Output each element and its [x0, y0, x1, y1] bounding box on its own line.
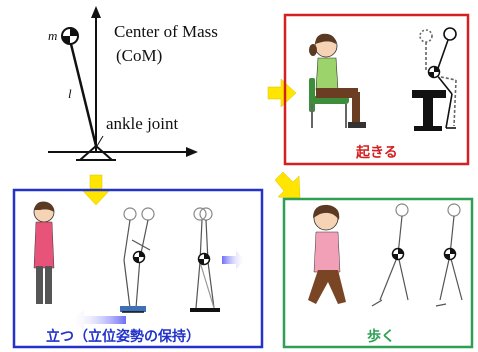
walk-panel-frame — [282, 197, 474, 349]
stand-com-symbol-2-icon — [197, 252, 211, 266]
shift-arrow-left-icon — [70, 310, 126, 330]
ankle-pointer — [96, 135, 104, 147]
com-label-line1: Center of Mass — [114, 22, 218, 41]
stand-com-symbol-1-icon — [132, 250, 146, 264]
sit-up-caption: 起きる — [356, 145, 398, 161]
stand-stick-figure-2 — [193, 207, 215, 309]
ground-bar-2 — [190, 308, 220, 312]
arrow-to-walk-icon — [274, 171, 301, 199]
stand-panel-frame — [12, 188, 264, 349]
walk-stick-figure-2 — [435, 203, 463, 307]
push-arrow-right-icon — [222, 251, 246, 269]
horizontal-axis-arrowhead — [186, 147, 198, 157]
sit-up-stick-figure — [419, 27, 457, 129]
sitting-woman-illustration — [309, 33, 366, 128]
walking-woman-illustration — [308, 204, 346, 304]
length-label: l — [68, 86, 72, 101]
com-label-line2: (CoM) — [116, 46, 163, 65]
mass-label: m — [48, 28, 58, 43]
walk-com-symbol-2-icon — [443, 247, 457, 261]
stand-caption: 立つ（立位姿勢の保持） — [46, 329, 200, 345]
sit-up-panel-frame — [283, 13, 470, 166]
sit-up-com-symbol-icon — [427, 65, 441, 79]
walk-caption: 歩く — [367, 329, 395, 345]
foot-right — [95, 145, 113, 161]
vertical-axis-arrowhead — [91, 6, 101, 18]
stool-icon — [412, 90, 446, 131]
com-symbol-icon — [61, 27, 79, 45]
arrow-to-sit-up-icon — [267, 78, 297, 108]
foot-left — [79, 145, 97, 161]
pendulum-rod — [68, 39, 98, 147]
ankle-joint-label: ankle joint — [106, 114, 179, 133]
balance-platform-1 — [120, 306, 146, 312]
standing-woman-illustration — [33, 201, 55, 304]
walk-com-symbol-1-icon — [391, 247, 405, 261]
